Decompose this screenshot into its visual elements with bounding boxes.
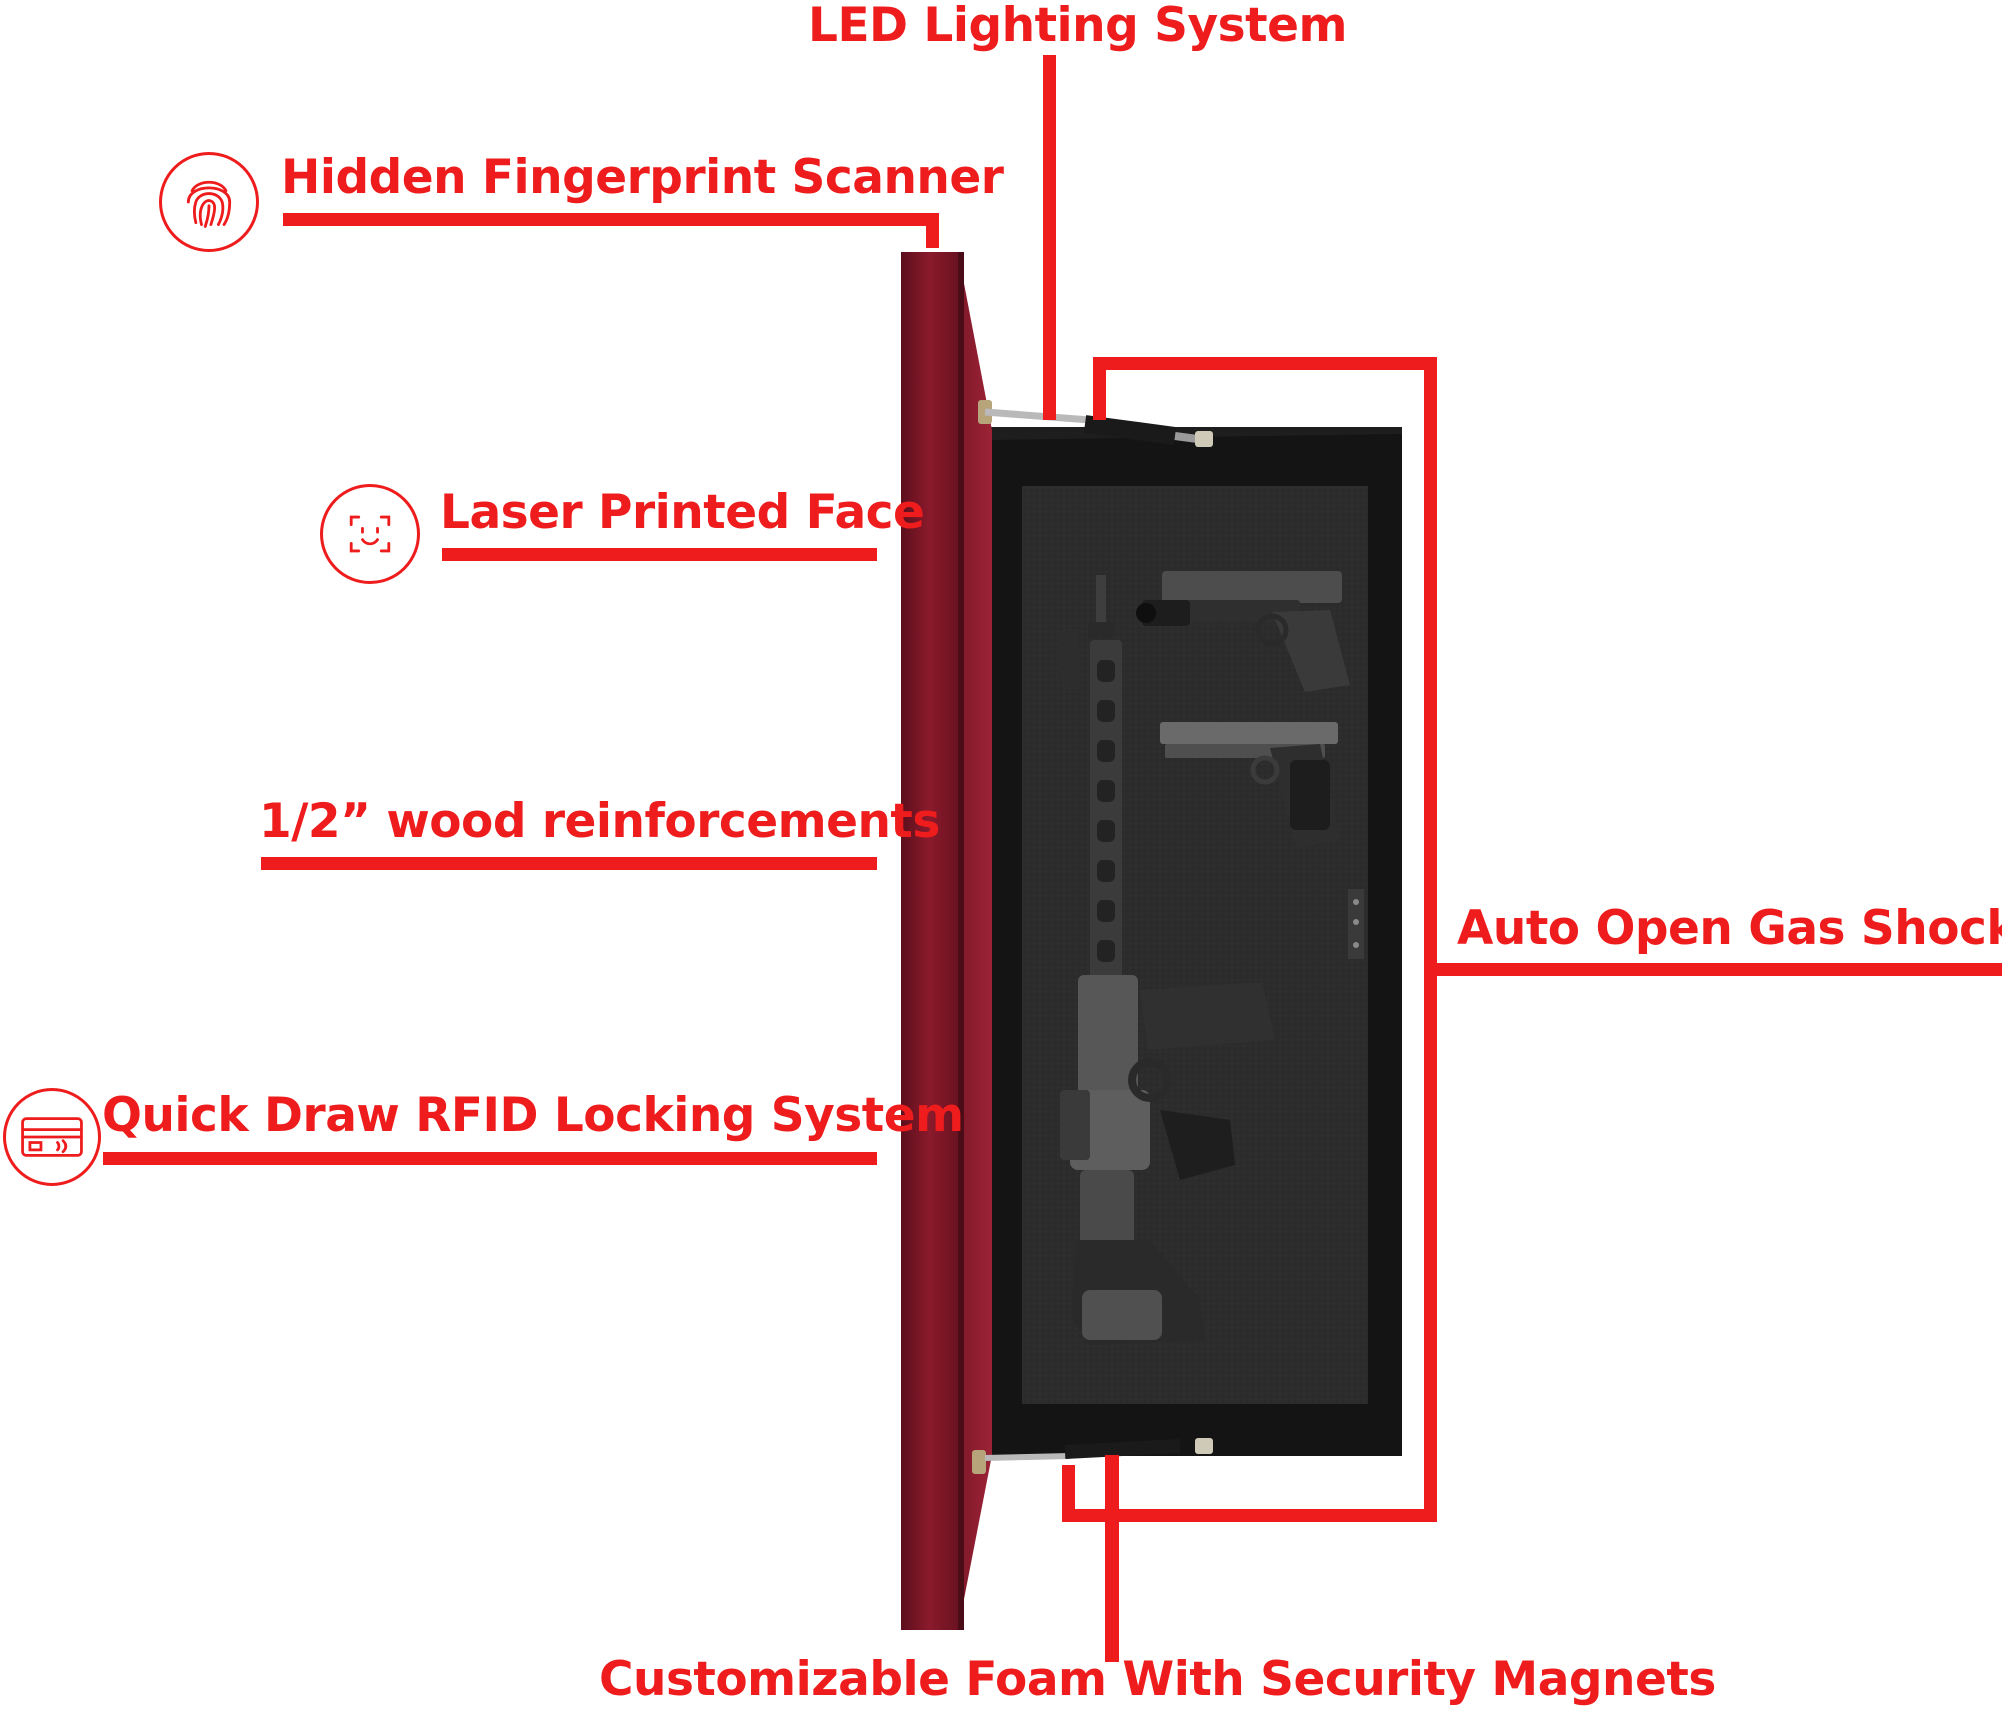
fingerprint-drop [926, 213, 939, 248]
wood-reinforcement-label: 1/2” wood reinforcements [259, 794, 940, 849]
led-lighting-label: LED Lighting System [808, 0, 1347, 53]
rifle [1058, 575, 1275, 1345]
gas-shocks-label: Auto Open Gas Shocks [1457, 901, 2002, 956]
rfid-card-icon [3, 1088, 101, 1186]
gas-bracket-bottom-left [1062, 1465, 1075, 1522]
door-side [958, 252, 992, 1630]
gas-bracket-left [1093, 357, 1106, 420]
gas-shock-top [978, 400, 1213, 447]
gas-bracket-top [1093, 357, 1437, 370]
foam-leader-line [1105, 1455, 1119, 1662]
handgun-middle [1160, 722, 1340, 848]
led-leader-line [1043, 55, 1056, 420]
gas-connector [1430, 963, 2002, 976]
gas-bracket-bottom [1062, 1509, 1437, 1522]
gas-shock-bottom [972, 1438, 1213, 1474]
face-scan-icon [320, 484, 420, 584]
door-inner-shadow [958, 252, 964, 1630]
rfid-underline [103, 1152, 877, 1165]
door-front-panel [901, 252, 958, 1630]
wood-underline [261, 857, 877, 870]
foam-magnets-label: Customizable Foam With Security Magnets [599, 1652, 1716, 1707]
fingerprint-icon [159, 152, 259, 252]
fingerprint-scanner-label: Hidden Fingerprint Scanner [281, 150, 1004, 205]
face-underline [442, 548, 877, 561]
rfid-locking-label: Quick Draw RFID Locking System [102, 1088, 964, 1143]
handgun-top [1136, 571, 1350, 692]
laser-face-label: Laser Printed Face [440, 485, 925, 540]
gas-bracket-right [1424, 357, 1437, 1522]
fingerprint-underline [283, 213, 939, 226]
